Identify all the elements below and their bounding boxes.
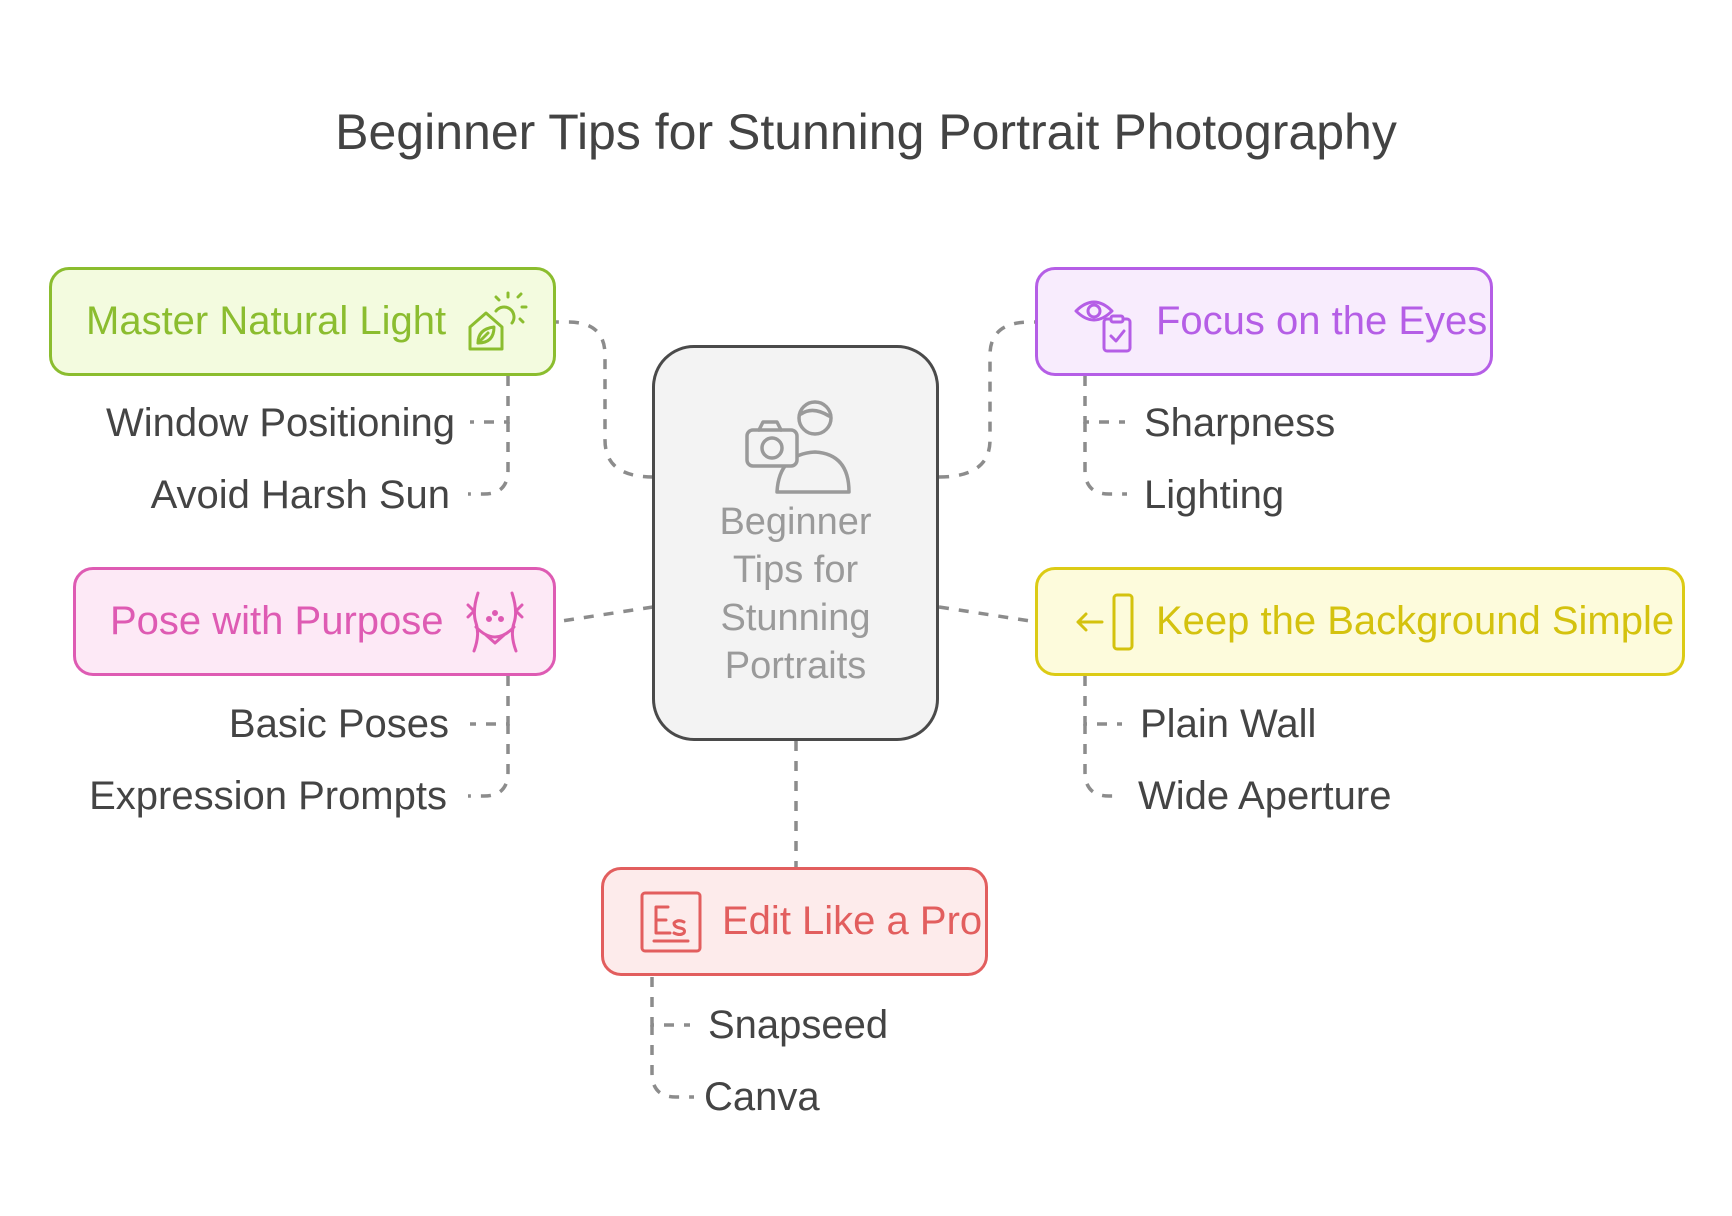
diagram-title: Beginner Tips for Stunning Portrait Phot… xyxy=(335,104,1397,160)
leaf-window-positioning: Window Positioning xyxy=(105,401,455,445)
leaf-expression-prompts: Expression Prompts xyxy=(89,774,447,818)
connector-leaf-sharpness xyxy=(1083,376,1125,424)
topic-label: Pose with Purpose xyxy=(110,599,444,643)
connector-leaf-plain-wall xyxy=(1083,676,1122,726)
connector-leaf-avoid-harsh-sun xyxy=(468,422,510,496)
leaf-avoid-harsh-sun: Avoid Harsh Sun xyxy=(150,473,450,517)
leaf-basic-poses: Basic Poses xyxy=(228,702,449,746)
connector-leaf-expression-prompts xyxy=(468,724,510,798)
topic-label: Keep the Background Simple xyxy=(1156,599,1675,643)
arrow-frame-icon xyxy=(1076,593,1134,650)
central-label: Beginner Tips for Stunning Portraits xyxy=(719,501,872,687)
leaf-plain-wall: Plain Wall xyxy=(1140,702,1317,746)
topic-pose-with-purpose: Pose with Purpose xyxy=(73,567,556,676)
editor-es-icon xyxy=(640,891,702,952)
connector-leaf-window-positioning xyxy=(470,376,510,424)
connector-leaf-canva xyxy=(650,1025,694,1099)
topic-label: Edit Like a Pro xyxy=(722,899,983,943)
central-node: Beginner Tips for Stunning Portraits xyxy=(652,345,939,741)
leaf-wide-aperture: Wide Aperture xyxy=(1138,774,1392,818)
connector-central-eyes xyxy=(938,320,1037,479)
connector-leaf-basic-poses xyxy=(470,676,510,726)
sun-house-leaf-icon xyxy=(468,291,528,350)
connector-leaf-lighting xyxy=(1083,422,1127,496)
connector-leaf-wide-aperture xyxy=(1083,724,1122,798)
connector-leaf-snapseed xyxy=(650,977,690,1027)
topic-master-natural-light: Master Natural Light xyxy=(49,267,556,376)
topic-edit-like-a-pro: Edit Like a Pro xyxy=(601,867,988,976)
photographer-camera-icon xyxy=(745,400,851,494)
topic-focus-on-the-eyes: Focus on the Eyes xyxy=(1035,267,1493,376)
topic-keep-the-background-simple: Keep the Background Simple xyxy=(1035,567,1685,676)
topic-label: Master Natural Light xyxy=(86,299,447,343)
leaf-sharpness: Sharpness xyxy=(1144,401,1336,445)
leaf-snapseed: Snapseed xyxy=(708,1003,889,1047)
leaf-lighting: Lighting xyxy=(1144,473,1285,517)
body-pose-icon xyxy=(466,591,524,652)
connector-central-background xyxy=(938,605,1038,624)
eye-clipboard-icon xyxy=(1074,300,1132,352)
leaf-canva: Canva xyxy=(704,1075,820,1119)
connector-central-natural-light xyxy=(555,320,654,479)
connector-central-pose xyxy=(554,605,654,624)
topic-label: Focus on the Eyes xyxy=(1156,299,1488,343)
